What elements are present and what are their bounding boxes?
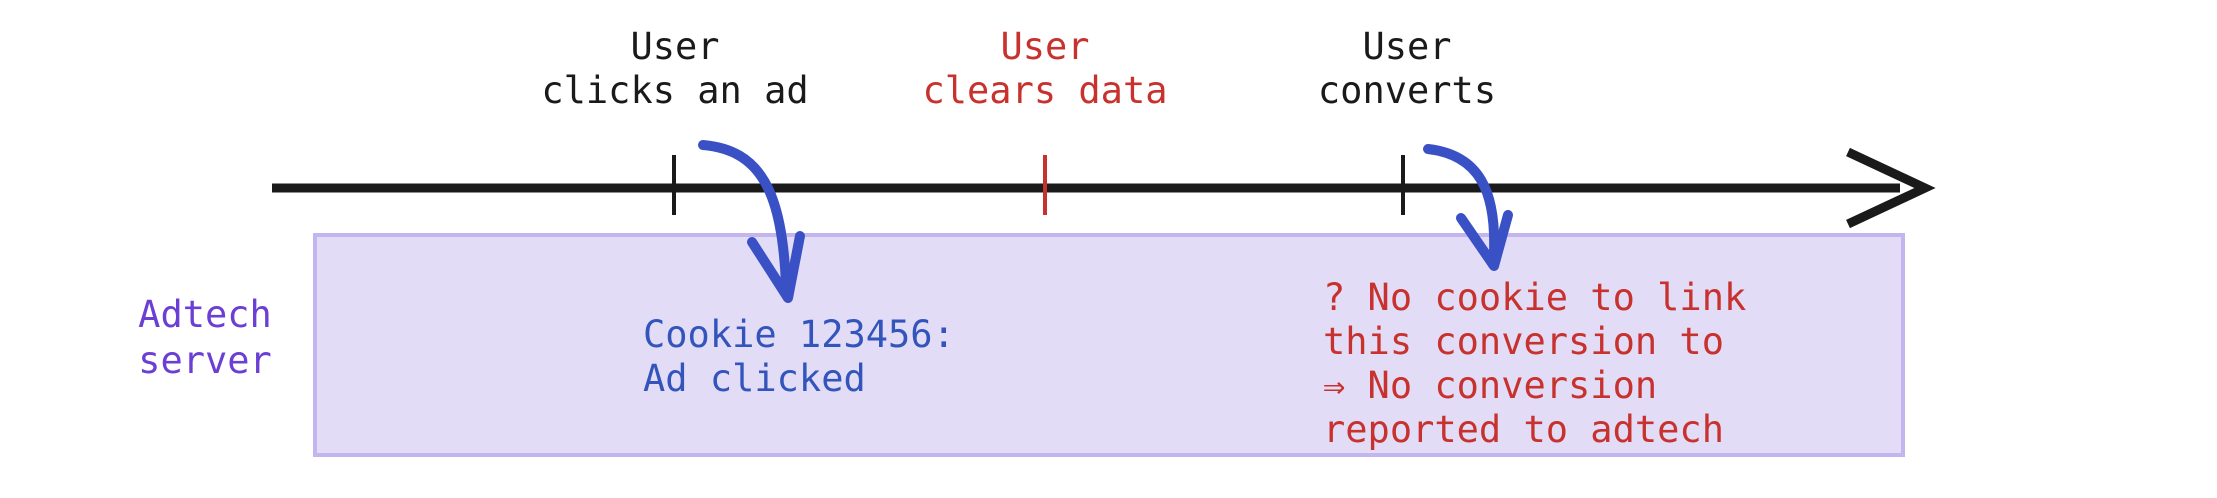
note-cookie-click: Cookie 123456:Ad clicked [643,313,955,401]
note-no-cookie-line1: ? No cookie to link [1323,276,1747,319]
note-cookie-click-line2: Ad clicked [643,357,866,400]
adtech-server-label-line1: Adtech [138,293,272,336]
time-axis-arrowhead-icon [1846,147,1936,229]
event-label-user-clicks-ad-line1: User [630,25,720,68]
event-label-user-converts-line2: converts [1317,69,1497,112]
note-no-cookie-line4: reported to adtech [1323,408,1724,451]
adtech-server-label-line2: server [138,339,272,382]
note-cookie-click-line1: Cookie 123456: [643,313,955,356]
event-label-user-clears-data-line2: clears data [922,69,1168,112]
adtech-server-band [313,233,1905,457]
event-label-user-converts-line1: User [1362,25,1452,68]
event-label-user-clears-data-line1: User [1000,25,1090,68]
note-no-cookie-line2: this conversion to [1323,320,1724,363]
event-label-user-clicks-ad-line2: clicks an ad [541,69,809,112]
note-no-cookie-line3: ⇒ No conversion [1323,364,1658,407]
